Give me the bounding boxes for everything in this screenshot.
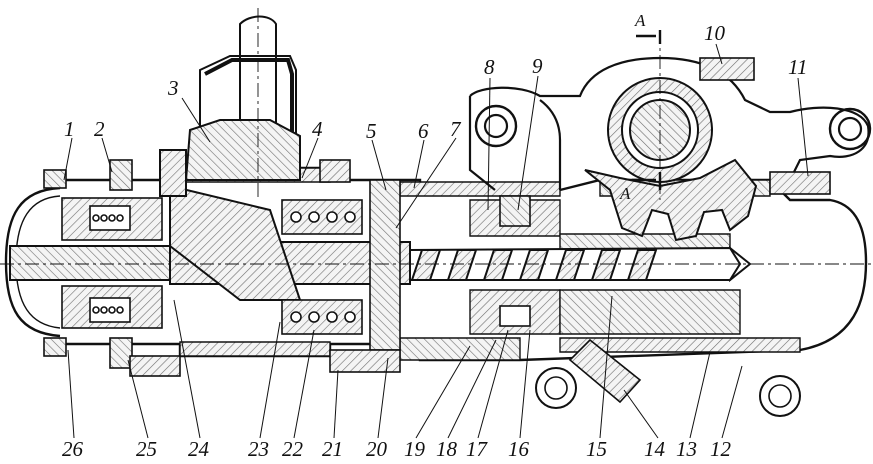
- callout-11: 11: [788, 55, 807, 79]
- section-markers: [632, 30, 662, 190]
- callout-16: 16: [508, 437, 530, 461]
- callout-19: 19: [404, 437, 426, 461]
- leader-lines: [63, 43, 809, 439]
- callout-5: 5: [366, 119, 377, 143]
- callout-13: 13: [676, 437, 697, 461]
- callout-12: 12: [710, 437, 732, 461]
- callout-8: 8: [484, 55, 495, 79]
- callout-24: 24: [188, 437, 210, 461]
- callout-17: 17: [466, 437, 489, 461]
- callout-1: 1: [64, 117, 75, 141]
- callout-18: 18: [436, 437, 458, 461]
- callout-3: 3: [167, 76, 179, 100]
- section-letter-mid: A: [619, 184, 631, 203]
- callout-2: 2: [94, 117, 105, 141]
- worm-screw: [409, 246, 742, 281]
- callout-22: 22: [282, 437, 304, 461]
- callout-14: 14: [644, 437, 666, 461]
- callout-9: 9: [532, 54, 543, 78]
- callout-6: 6: [418, 119, 429, 143]
- section-letter-top: A: [634, 11, 646, 30]
- callout-26: 26: [62, 437, 84, 461]
- callout-7: 7: [450, 117, 462, 141]
- callout-4: 4: [312, 117, 323, 141]
- callout-20: 20: [366, 437, 388, 461]
- gear-sector: [584, 158, 758, 242]
- callout-15: 15: [586, 437, 607, 461]
- callout-labels: 1 2 3 4 5 6 7 8 9 10 11 12 13 14 15 16 1…: [62, 21, 807, 461]
- callout-25: 25: [136, 437, 157, 461]
- callout-21: 21: [322, 437, 343, 461]
- input-shaft-assembly: [159, 15, 302, 301]
- callout-23: 23: [248, 437, 269, 461]
- left-valve-assembly: [43, 159, 181, 377]
- bearing-blocks: [281, 159, 401, 373]
- callout-10: 10: [704, 21, 726, 45]
- center-lines: [0, 8, 873, 265]
- piston-nut: [499, 57, 831, 417]
